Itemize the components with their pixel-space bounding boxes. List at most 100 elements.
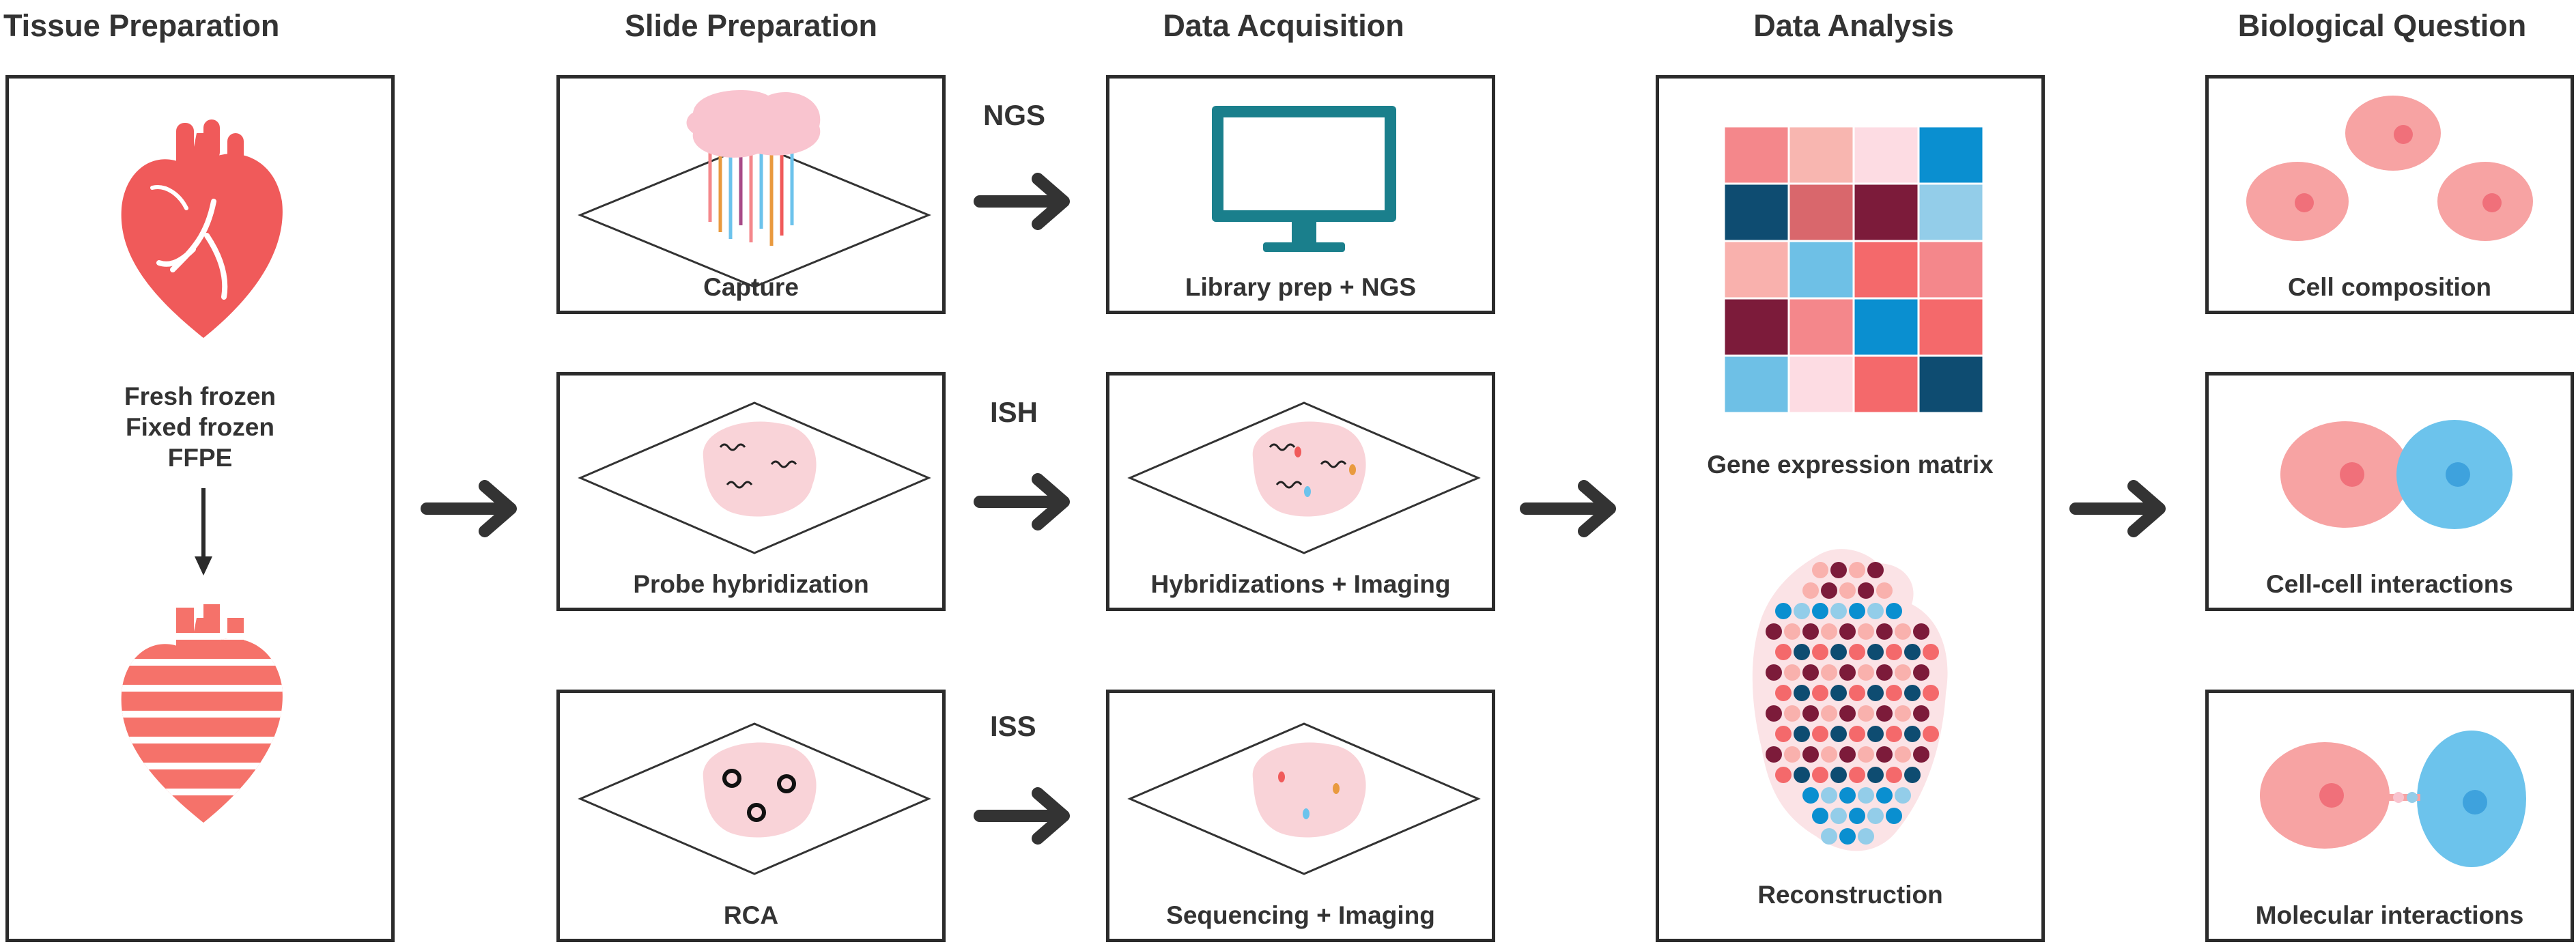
reconstruction-spot — [1886, 644, 1902, 660]
tissue-type-ffpe: FFPE — [167, 444, 233, 472]
reconstruction-spot — [1876, 787, 1893, 804]
reconstruction-spot — [1766, 623, 1782, 640]
tissue-preparation-panel: Fresh frozen Fixed frozen FFPE — [5, 75, 395, 942]
question-box-cell-composition: Cell composition — [2205, 75, 2574, 314]
reconstruction-spot — [1830, 726, 1847, 742]
reconstruction-spot — [1821, 705, 1837, 722]
reconstruction-spot — [1812, 562, 1828, 578]
question-box-molecular-interactions: Molecular interactions — [2205, 690, 2574, 942]
reconstruction-spot — [1886, 808, 1902, 824]
reconstruction-spot — [1876, 664, 1893, 681]
reconstruction-spot — [1923, 726, 1939, 742]
matrix-cell — [1852, 240, 1920, 300]
reconstruction-spot — [1904, 767, 1921, 783]
matrix-cell — [1723, 240, 1790, 300]
reconstruction-spot — [1794, 685, 1810, 701]
matrix-cell — [1917, 354, 1985, 414]
reconstruction-spot — [1876, 623, 1893, 640]
matrix-cell — [1852, 297, 1920, 357]
reconstruction-spot — [1839, 746, 1856, 763]
reconstruction-spot — [1839, 787, 1856, 804]
reconstruction-spot — [1858, 746, 1874, 763]
slide-label-probe-hybridization: Probe hybridization — [633, 570, 869, 598]
reconstruction-spot — [1867, 808, 1884, 824]
reconstruction-spot — [1849, 685, 1865, 701]
acquisition-label-hybridizations: Hybridizations + Imaging — [1150, 570, 1451, 598]
slide-box-capture: Capture — [556, 75, 946, 314]
reconstruction-spot — [1895, 746, 1911, 763]
acquisition-label-library-prep: Library prep + NGS — [1185, 273, 1417, 301]
reconstruction-spot — [1858, 623, 1874, 640]
reconstruction-spot — [1775, 767, 1792, 783]
arrow-right-icon — [974, 473, 1070, 530]
reconstruction-spot — [1923, 685, 1939, 701]
rca-slide-icon — [578, 722, 931, 875]
reconstruction-spot — [1913, 664, 1929, 681]
molecular-interaction-icon — [2260, 731, 2526, 867]
reconstruction-spot — [1794, 726, 1810, 742]
reconstruction-spot — [1821, 582, 1837, 599]
reconstruction-spot — [1858, 828, 1874, 845]
reconstruction-spot — [1858, 582, 1874, 599]
reconstruction-spot — [1867, 603, 1884, 619]
reconstruction-spot — [1766, 746, 1782, 763]
reconstruction-spot — [1812, 644, 1828, 660]
capture-slide-icon — [578, 90, 931, 288]
reconstruction-spot — [1766, 664, 1782, 681]
question-label-molecular-interactions: Molecular interactions — [2255, 901, 2524, 929]
reconstruction-spot — [1849, 644, 1865, 660]
reconstruction-spot — [1904, 644, 1921, 660]
reconstruction-spot — [1904, 726, 1921, 742]
probe-slide-icon — [578, 401, 931, 554]
reconstruction-spot — [1876, 582, 1893, 599]
matrix-cell — [1852, 182, 1920, 242]
slide-label-capture: Capture — [703, 273, 799, 301]
reconstruction-spot — [1821, 828, 1837, 845]
acquisition-box-sequencing: Sequencing + Imaging — [1106, 690, 1495, 942]
reconstruction-spot — [1886, 603, 1902, 619]
arrow-right-icon — [1520, 480, 1616, 537]
matrix-cell — [1917, 125, 1985, 185]
reconstruction-spot — [1895, 705, 1911, 722]
reconstruction-spot — [1784, 705, 1800, 722]
reconstruction-spot — [1886, 767, 1902, 783]
arrow-right-icon — [421, 480, 517, 537]
stage-title-tissue-preparation: Tissue Preparation — [3, 8, 280, 43]
matrix-cell — [1917, 240, 1985, 300]
reconstruction-spot — [1913, 746, 1929, 763]
arrow-right-icon — [2069, 480, 2166, 537]
reconstruction-spot — [1895, 664, 1911, 681]
method-label-ish: ISH — [990, 396, 1038, 428]
matrix-cell — [1787, 182, 1855, 242]
reconstruction-spot — [1802, 582, 1819, 599]
slide-label-rca: RCA — [723, 901, 779, 929]
matrix-cell — [1787, 125, 1855, 185]
reconstruction-spot — [1867, 562, 1884, 578]
reconstruction-spot — [1830, 644, 1847, 660]
reconstruction-spot — [1821, 787, 1837, 804]
matrix-cell — [1852, 354, 1920, 414]
reconstruction-spot — [1839, 623, 1856, 640]
reconstruction-spot — [1867, 726, 1884, 742]
acquisition-label-sequencing: Sequencing + Imaging — [1166, 901, 1435, 929]
reconstruction-spot — [1775, 644, 1792, 660]
gene-expression-matrix-heatmap — [1723, 125, 1985, 414]
cell-composition-icon — [2246, 96, 2533, 241]
analysis-label-gene-expression-matrix: Gene expression matrix — [1707, 451, 1994, 479]
reconstruction-spot — [1830, 562, 1847, 578]
reconstruction-spot — [1802, 623, 1819, 640]
arrow-right-icon — [974, 787, 1070, 845]
reconstruction-spot — [1830, 603, 1847, 619]
reconstruction-spot — [1821, 664, 1837, 681]
matrix-cell — [1787, 354, 1855, 414]
reconstruction-spot — [1849, 767, 1865, 783]
heart-icon — [121, 119, 283, 338]
reconstruction-spot — [1923, 644, 1939, 660]
hybridization-slide-icon — [1127, 401, 1481, 554]
acquisition-box-hybridizations: Hybridizations + Imaging — [1106, 372, 1495, 611]
reconstruction-spot — [1775, 726, 1792, 742]
question-label-cell-cell-interactions: Cell-cell interactions — [2266, 570, 2513, 598]
reconstruction-spot — [1830, 767, 1847, 783]
reconstruction-spot — [1913, 623, 1929, 640]
sequencing-slide-icon — [1127, 722, 1481, 875]
